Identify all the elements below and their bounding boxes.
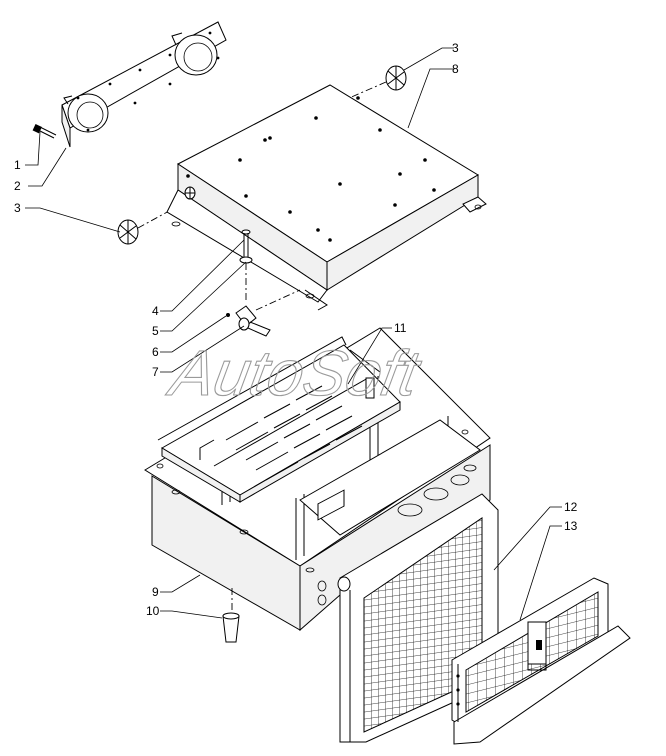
callout-11: 11 xyxy=(394,321,407,335)
callout-3-right: 3 xyxy=(452,41,459,55)
callout-7: 7 xyxy=(152,365,159,379)
callout-labels: 1 2 3 3 8 4 5 6 7 11 9 10 12 13 xyxy=(14,41,578,618)
flange-plate xyxy=(61,21,227,148)
knob-part-3-right xyxy=(339,65,407,103)
callout-4: 4 xyxy=(152,304,159,318)
callout-12: 12 xyxy=(564,500,578,514)
slotted-rack xyxy=(157,336,401,503)
callout-10: 10 xyxy=(146,604,160,618)
callout-1: 1 xyxy=(14,158,21,172)
screw-part-1 xyxy=(32,124,57,139)
front-grille xyxy=(451,577,631,745)
callout-8: 8 xyxy=(452,62,459,76)
callout-2: 2 xyxy=(14,179,21,193)
callout-13: 13 xyxy=(564,519,578,533)
rubber-foot xyxy=(222,588,240,643)
callout-6: 6 xyxy=(152,345,159,359)
watermark-text: AutoSoft xyxy=(162,337,427,408)
callout-3-left: 3 xyxy=(14,201,21,215)
callout-5: 5 xyxy=(152,324,159,338)
clamp-bracket xyxy=(226,289,301,337)
top-cover xyxy=(166,84,487,311)
knob-part-3-left xyxy=(117,204,181,245)
leader-lines xyxy=(25,47,562,621)
bolt-and-washer xyxy=(239,229,253,300)
callout-9: 9 xyxy=(152,585,159,599)
